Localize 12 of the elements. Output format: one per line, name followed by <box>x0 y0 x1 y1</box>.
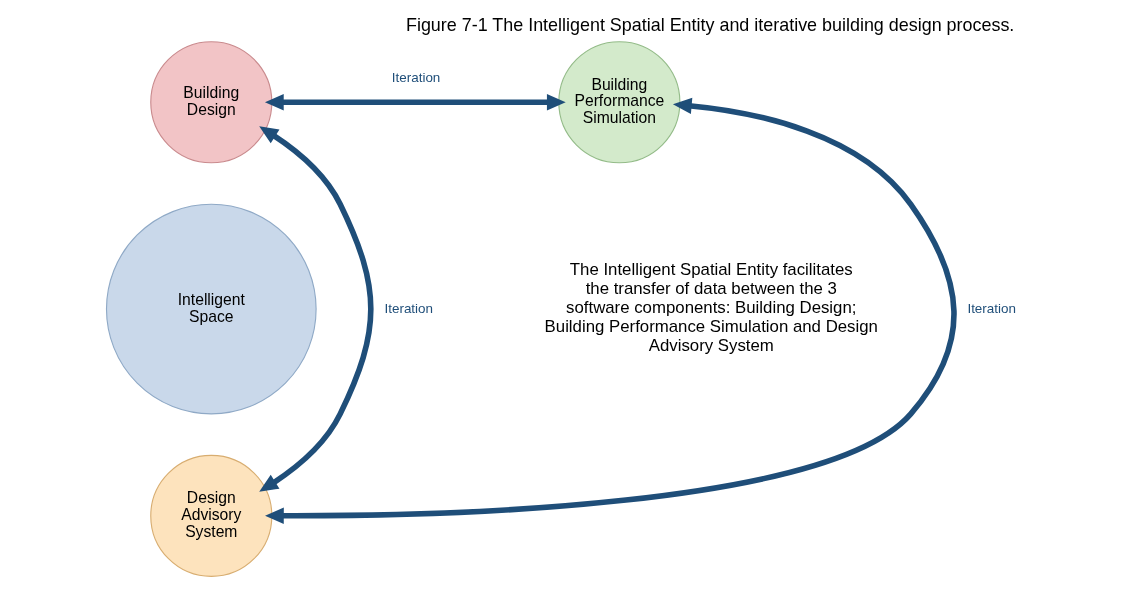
arrow <box>259 126 374 492</box>
label: The Intelligent Spatial Entity facilitates the transfer of data between the 3 software components: Building Design; Building Performance Simulation and Design Advisory System <box>544 259 878 356</box>
caption: Figure 7-1 The Intelligent Spatial Entity and iterative building design process. <box>405 15 1015 36</box>
edge-label: Iteration <box>384 301 434 317</box>
node-circle: Intelligent Space <box>105 203 317 415</box>
edge-label: Iteration <box>391 70 441 86</box>
node-circle: Building Design <box>150 41 273 164</box>
arrow <box>265 97 957 524</box>
arrow <box>264 94 566 111</box>
node-circle: Design Advisory System <box>150 454 273 577</box>
node-circle: Building Performance Simulation <box>558 41 681 164</box>
edge-label: Iteration <box>967 301 1016 317</box>
